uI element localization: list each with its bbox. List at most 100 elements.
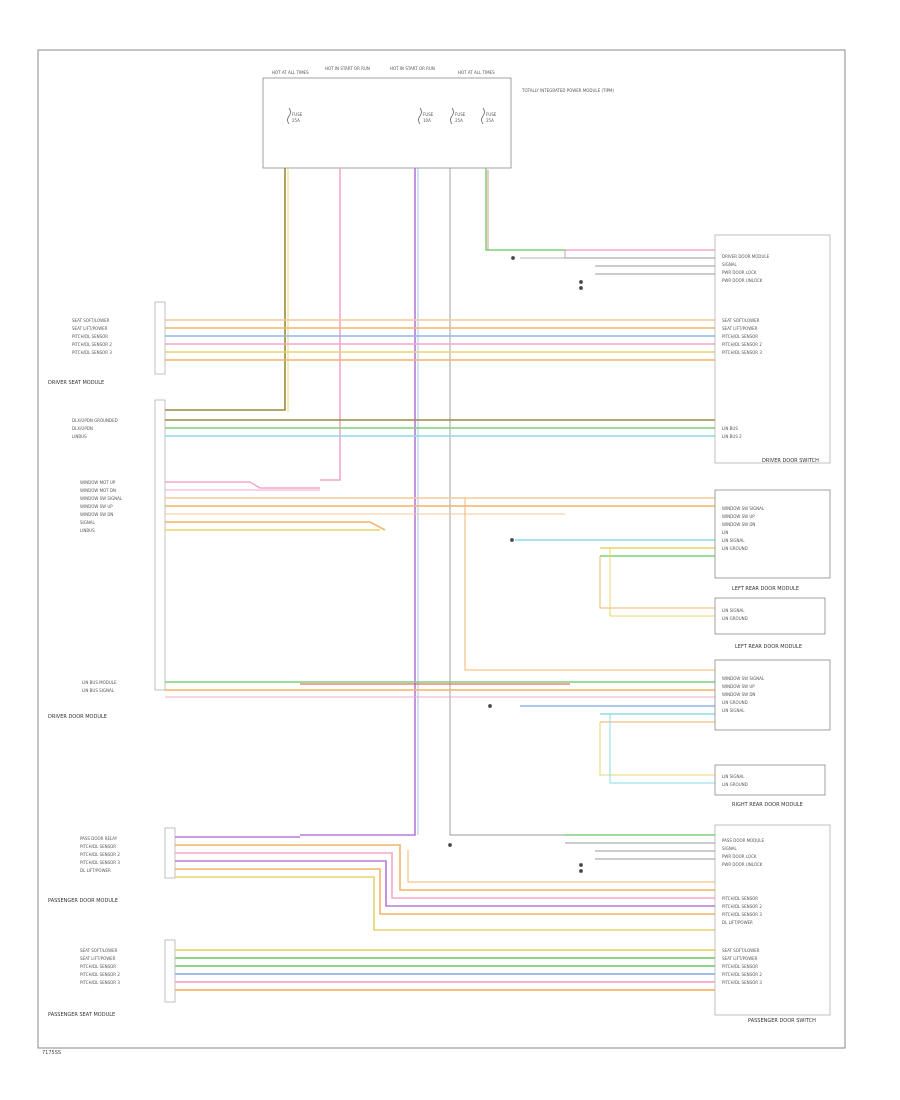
driver-seat-pin-labels: SEAT SOFT/LOWER SEAT LIFT/POWER PITCH/DL… xyxy=(72,318,112,355)
fuse-3: FUSE 25A xyxy=(450,107,466,125)
ground-symbol-2 xyxy=(448,538,583,873)
svg-text:DRIVER DOOR MODULE: DRIVER DOOR MODULE xyxy=(722,254,770,259)
driver-door-module-label: DRIVER DOOR MODULE xyxy=(48,714,107,720)
driver-door-switch-label: DRIVER DOOR SWITCH xyxy=(762,458,819,464)
svg-text:SEAT LIFT/POWER: SEAT LIFT/POWER xyxy=(72,326,108,331)
svg-text:SIGNAL: SIGNAL xyxy=(722,846,738,851)
svg-text:PASS DOOR RELAY: PASS DOOR RELAY xyxy=(80,836,118,841)
lin-wires xyxy=(165,498,715,784)
passenger-right-pin-labels: PASS DOOR MODULE SIGNAL PWR DOOR LOCK PW… xyxy=(722,838,765,867)
svg-text:WINDOW SW SIGNAL: WINDOW SW SIGNAL xyxy=(722,676,765,681)
passenger-door-module-label: PASSENGER DOOR MODULE xyxy=(48,898,118,904)
passenger-seat-module-label: PASSENGER SEAT MODULE xyxy=(48,1012,115,1018)
driver-door-right-mid-pins: SEAT SOFT/LOWER SEAT LIFT/POWER PITCH/DL… xyxy=(722,318,762,355)
svg-text:PITCH/DL SENSOR 3: PITCH/DL SENSOR 3 xyxy=(72,350,112,355)
svg-text:LINBUS: LINBUS xyxy=(80,528,95,533)
svg-text:SEAT LIFT/POWER: SEAT LIFT/POWER xyxy=(722,956,758,961)
driver-door-connector xyxy=(154,399,166,691)
passenger-door-connector xyxy=(164,827,176,879)
feed-wires xyxy=(165,168,565,836)
svg-text:PITCH/DL SENSOR 2: PITCH/DL SENSOR 2 xyxy=(722,342,762,347)
fuse-2: FUSE 10A xyxy=(418,107,434,125)
rr2-pin-2: LIN GROUND xyxy=(722,782,748,787)
passenger-seat-left-pins: SEAT SOFT/LOWER SEAT LIFT/POWER PITCH/DL… xyxy=(80,948,120,985)
svg-text:FUSE: FUSE xyxy=(423,112,434,117)
left-rear-door-module-label: LEFT REAR DOOR MODULE xyxy=(732,586,799,592)
svg-text:PITCH/DL SENSOR 2: PITCH/DL SENSOR 2 xyxy=(722,904,762,909)
fuse-box-label-3: HOT IN START OR RUN xyxy=(390,66,435,71)
svg-text:PITCH/DL SENSOR 3: PITCH/DL SENSOR 3 xyxy=(80,860,120,865)
svg-text:DL LIFT/POWER: DL LIFT/POWER xyxy=(722,920,753,925)
svg-text:SIGNAL: SIGNAL xyxy=(80,520,96,525)
driver-door-pin-labels: DLX/UPDN GROUNDED DLX/UPDN LINBUS xyxy=(72,418,118,439)
svg-text:WINDOW MOT UP: WINDOW MOT UP xyxy=(80,480,116,485)
svg-text:DLX/UPDN GROUNDED: DLX/UPDN GROUNDED xyxy=(72,418,118,423)
passenger-right-pin-labels-2: PITCH/DL SENSOR PITCH/DL SENSOR 2 PITCH/… xyxy=(722,896,762,925)
svg-text:PITCH/DL SENSOR: PITCH/DL SENSOR xyxy=(80,964,116,969)
svg-text:PWR DOOR LOCK: PWR DOOR LOCK xyxy=(722,854,757,859)
svg-text:25A: 25A xyxy=(455,118,463,123)
fuse-box xyxy=(262,77,512,169)
driver-door-top-wires xyxy=(520,249,715,275)
svg-text:SEAT SOFT/LOWER: SEAT SOFT/LOWER xyxy=(722,318,760,323)
svg-text:LIN GROUND: LIN GROUND xyxy=(722,546,748,551)
svg-text:PITCH/DL SENSOR: PITCH/DL SENSOR xyxy=(722,964,758,969)
svg-text:PITCH/DL SENSOR: PITCH/DL SENSOR xyxy=(722,896,758,901)
right-rear-door-module-label: RIGHT REAR DOOR MODULE xyxy=(732,802,803,808)
svg-text:SEAT SOFT/LOWER: SEAT SOFT/LOWER xyxy=(722,948,760,953)
svg-text:WINDOW SW SIGNAL: WINDOW SW SIGNAL xyxy=(80,496,123,501)
passenger-seat-wires xyxy=(175,949,715,991)
svg-text:SEAT LIFT/POWER: SEAT LIFT/POWER xyxy=(722,326,758,331)
svg-text:WINDOW SW SIGNAL: WINDOW SW SIGNAL xyxy=(722,506,765,511)
svg-text:PITCH/DL SENSOR 3: PITCH/DL SENSOR 3 xyxy=(722,980,762,985)
svg-text:DL LIFT/POWER: DL LIFT/POWER xyxy=(80,868,111,873)
svg-text:25A: 25A xyxy=(486,118,494,123)
passenger-wires xyxy=(175,834,715,931)
left-rear-door-module xyxy=(714,489,831,579)
ground-symbol-1 xyxy=(511,256,583,290)
passenger-left-pin-labels: PASS DOOR RELAY PITCH/DL SENSOR PITCH/DL… xyxy=(80,836,120,873)
rr2-pin-1: LIN SIGNAL xyxy=(722,774,745,779)
svg-text:LIN: LIN xyxy=(722,530,728,535)
page-label: 7175SS xyxy=(42,1050,61,1056)
passenger-seat-right-pins: SEAT SOFT/LOWER SEAT LIFT/POWER PITCH/DL… xyxy=(722,948,762,985)
window-pin-labels: WINDOW MOT UP WINDOW MOT DN WINDOW SW SI… xyxy=(80,480,123,533)
svg-text:PITCH/DL SENSOR 2: PITCH/DL SENSOR 2 xyxy=(80,972,120,977)
svg-text:FUSE: FUSE xyxy=(486,112,497,117)
svg-text:PITCH/DL SENSOR: PITCH/DL SENSOR xyxy=(72,334,108,339)
svg-text:PITCH/DL SENSOR 3: PITCH/DL SENSOR 3 xyxy=(722,350,762,355)
svg-text:PITCH/DL SENSOR 3: PITCH/DL SENSOR 3 xyxy=(722,912,762,917)
driver-door-right-pin-labels: DRIVER DOOR MODULE SIGNAL PWR DOOR LOCK … xyxy=(722,254,770,283)
left-rear-pin-labels: WINDOW SW SIGNAL WINDOW SW UP WINDOW SW … xyxy=(722,506,765,551)
driver-door-lin-wires xyxy=(165,419,715,437)
svg-text:10A: 10A xyxy=(423,118,431,123)
svg-text:WINDOW SW DN: WINDOW SW DN xyxy=(722,522,755,527)
diagram-frame xyxy=(37,49,846,1049)
right-rear-switch-box xyxy=(714,764,826,796)
svg-text:FUSE: FUSE xyxy=(292,112,303,117)
passenger-door-switch-label: PASSENGER DOOR SWITCH xyxy=(748,1018,816,1024)
svg-text:FUSE: FUSE xyxy=(455,112,466,117)
svg-text:WINDOW SW UP: WINDOW SW UP xyxy=(80,504,113,509)
svg-text:PITCH/DL SENSOR 2: PITCH/DL SENSOR 2 xyxy=(722,972,762,977)
right-rear-door-module xyxy=(714,659,831,731)
svg-text:PWR DOOR UNLOCK: PWR DOOR UNLOCK xyxy=(722,862,763,867)
svg-text:DLX/UPDN: DLX/UPDN xyxy=(72,426,93,431)
fuse-box-note: TOTALLY INTEGRATED POWER MODULE (TIPM) xyxy=(521,88,614,93)
svg-text:SIGNAL: SIGNAL xyxy=(722,262,738,267)
svg-text:PWR DOOR UNLOCK: PWR DOOR UNLOCK xyxy=(722,278,763,283)
svg-text:PITCH/DL SENSOR 3: PITCH/DL SENSOR 3 xyxy=(80,980,120,985)
svg-text:LIN BUS MODULE: LIN BUS MODULE xyxy=(82,680,117,685)
fuse-box-label-4: HOT AT ALL TIMES xyxy=(458,70,495,75)
svg-text:LIN GROUND: LIN GROUND xyxy=(722,700,748,705)
svg-text:PASS DOOR MODULE: PASS DOOR MODULE xyxy=(722,838,765,843)
svg-text:25A: 25A xyxy=(292,118,300,123)
svg-text:LIN BUS 2: LIN BUS 2 xyxy=(722,434,742,439)
svg-text:PITCH/DL SENSOR 2: PITCH/DL SENSOR 2 xyxy=(80,852,120,857)
passenger-seat-connector xyxy=(164,939,176,1003)
driver-seat-module-label: DRIVER SEAT MODULE xyxy=(48,380,104,386)
svg-text:LINBUS: LINBUS xyxy=(72,434,87,439)
lin-pin-labels: LIN BUS MODULE LIN BUS SIGNAL xyxy=(82,680,117,693)
svg-text:PITCH/DL SENSOR: PITCH/DL SENSOR xyxy=(722,334,758,339)
